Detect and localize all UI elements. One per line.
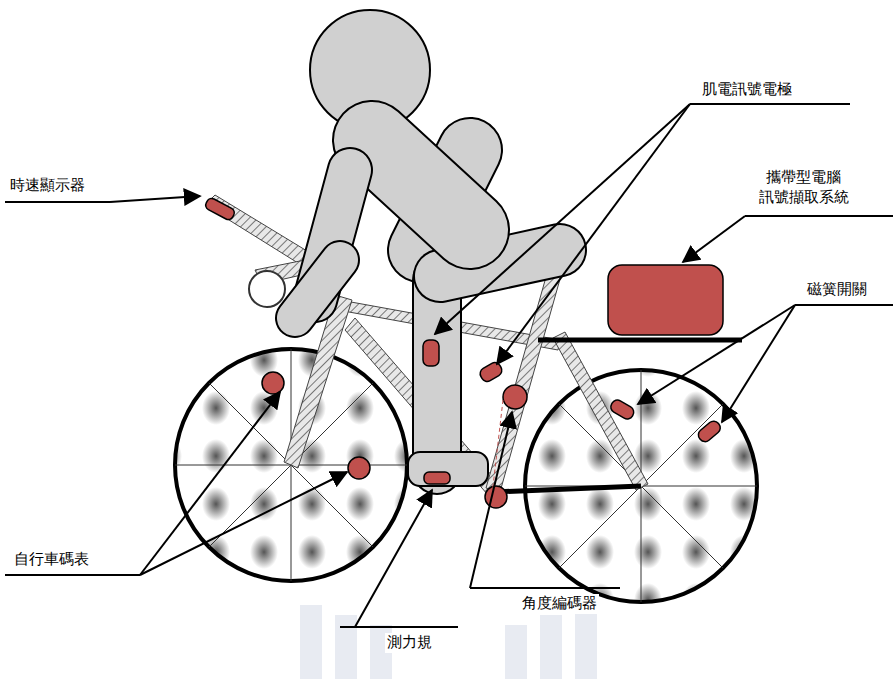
callout-label: 測力規	[385, 633, 434, 653]
callout-label: 攜帶型電腦 訊號擷取系統	[752, 168, 855, 207]
callout-label: 磁簧開關	[805, 280, 869, 300]
callout-label: 自行車碼表	[12, 550, 91, 570]
callout-label: 肌電訊號電極	[700, 80, 794, 100]
callout-label: 時速顯示器	[8, 176, 87, 196]
callout-label: 角度編碼器	[520, 594, 599, 614]
